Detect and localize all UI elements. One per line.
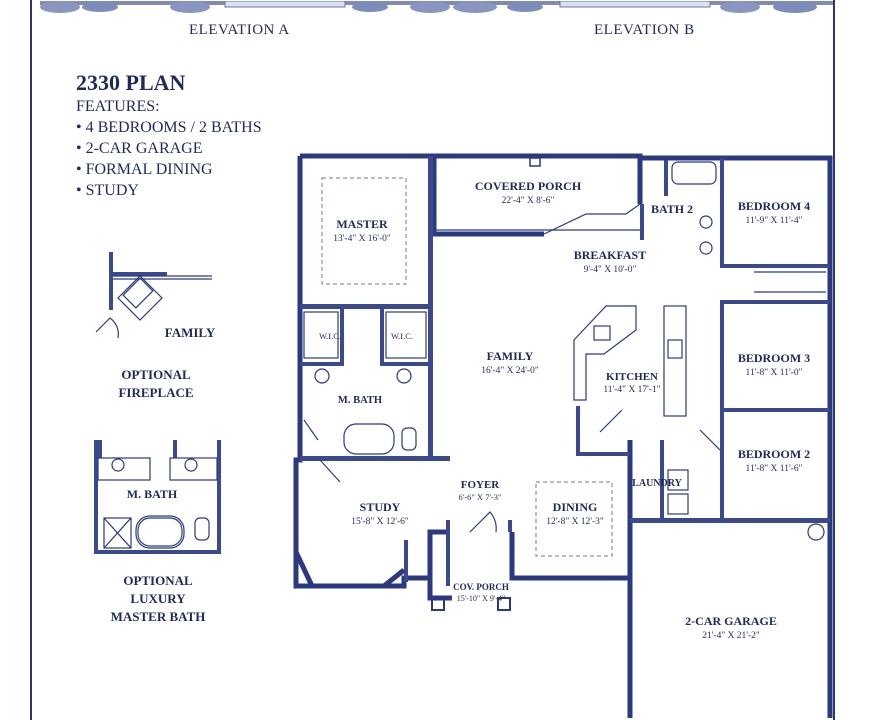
study-label: STUDY (360, 500, 401, 514)
feature-item: • 2-CAR GARAGE (76, 140, 203, 157)
dining-dim: 12'-8" X 12'-3" (546, 517, 604, 527)
features-list: FEATURES: • 4 BEDROOMS / 2 BATHS • 2-CAR… (76, 96, 262, 201)
mbath-label: M. BATH (338, 395, 382, 406)
main-floor-plan (293, 153, 833, 718)
foyer-dim: 6'-6" X 7'-3" (458, 492, 501, 502)
elevation-b-art (450, 0, 833, 13)
garage-dim: 21'-4" X 21'-2" (702, 631, 760, 641)
master-dim: 13'-4" X 16'-0" (333, 234, 391, 244)
breakfast-label: BREAKFAST (574, 248, 646, 262)
feature-item: • STUDY (76, 182, 139, 199)
optional-luxury-bath-drawing: M. BATH (94, 440, 221, 554)
cov-porch-label: COV. PORCH (453, 582, 509, 592)
breakfast-dim: 9'-4" X 10'-0" (584, 265, 637, 275)
optional-fireplace-room-label: FAMILY (164, 325, 216, 340)
cov-porch-dim: 15'-10" X 9'-4" (457, 594, 506, 603)
bath2-label: BATH 2 (651, 202, 693, 216)
elevation-b-image (450, 0, 833, 13)
family-label: FAMILY (487, 349, 534, 363)
bedroom2-label: BEDROOM 2 (738, 447, 810, 461)
master-label: MASTER (336, 217, 388, 231)
optional-fireplace-title: OPTIONAL FIREPLACE (118, 367, 194, 400)
elevation-a-image (40, 0, 450, 13)
kitchen-dim: 11'-4" X 17'-1" (603, 385, 660, 395)
room-labels: COVERED PORCH 22'-4" X 8'-6" BATH 2 BEDR… (319, 179, 810, 641)
features-heading: FEATURES: (76, 98, 160, 115)
elevation-a-art (40, 0, 450, 13)
dining-label: DINING (553, 500, 598, 514)
family-dim: 16'-4" X 24'-0" (481, 366, 539, 376)
bedroom3-label: BEDROOM 3 (738, 351, 810, 365)
page-border-right (833, 0, 835, 720)
elevation-a-label: ELEVATION A (189, 22, 290, 38)
optional-bath-room-label: M. BATH (127, 487, 178, 501)
optional-bath-title: OPTIONAL LUXURY MASTER BATH (110, 573, 206, 624)
bedroom3-dim: 11'-8" X 11'-0" (746, 368, 803, 378)
bedroom2-dim: 11'-8" X 11'-6" (746, 464, 803, 474)
wic2-label: W.I.C. (391, 331, 413, 341)
covered-porch-label: COVERED PORCH (475, 179, 582, 193)
elevation-b-label: ELEVATION B (594, 22, 695, 38)
bedroom4-dim: 11'-9" X 11'-4" (746, 216, 803, 226)
garage-label: 2-CAR GARAGE (685, 614, 777, 628)
plan-title: 2330 PLAN (76, 70, 186, 95)
optional-fireplace-drawing (95, 252, 212, 339)
foyer-label: FOYER (461, 479, 501, 491)
feature-item: • 4 BEDROOMS / 2 BATHS (76, 119, 262, 136)
kitchen-label: KITCHEN (606, 371, 658, 383)
page-border-left (30, 0, 32, 720)
study-dim: 15'-8" X 12'-6" (351, 517, 409, 527)
laundry-label: LAUNDRY (632, 478, 682, 489)
bedroom4-label: BEDROOM 4 (738, 199, 810, 213)
feature-item: • FORMAL DINING (76, 161, 213, 178)
wic1-label: W.I.C. (319, 331, 341, 341)
covered-porch-dim: 22'-4" X 8'-6" (502, 196, 555, 206)
